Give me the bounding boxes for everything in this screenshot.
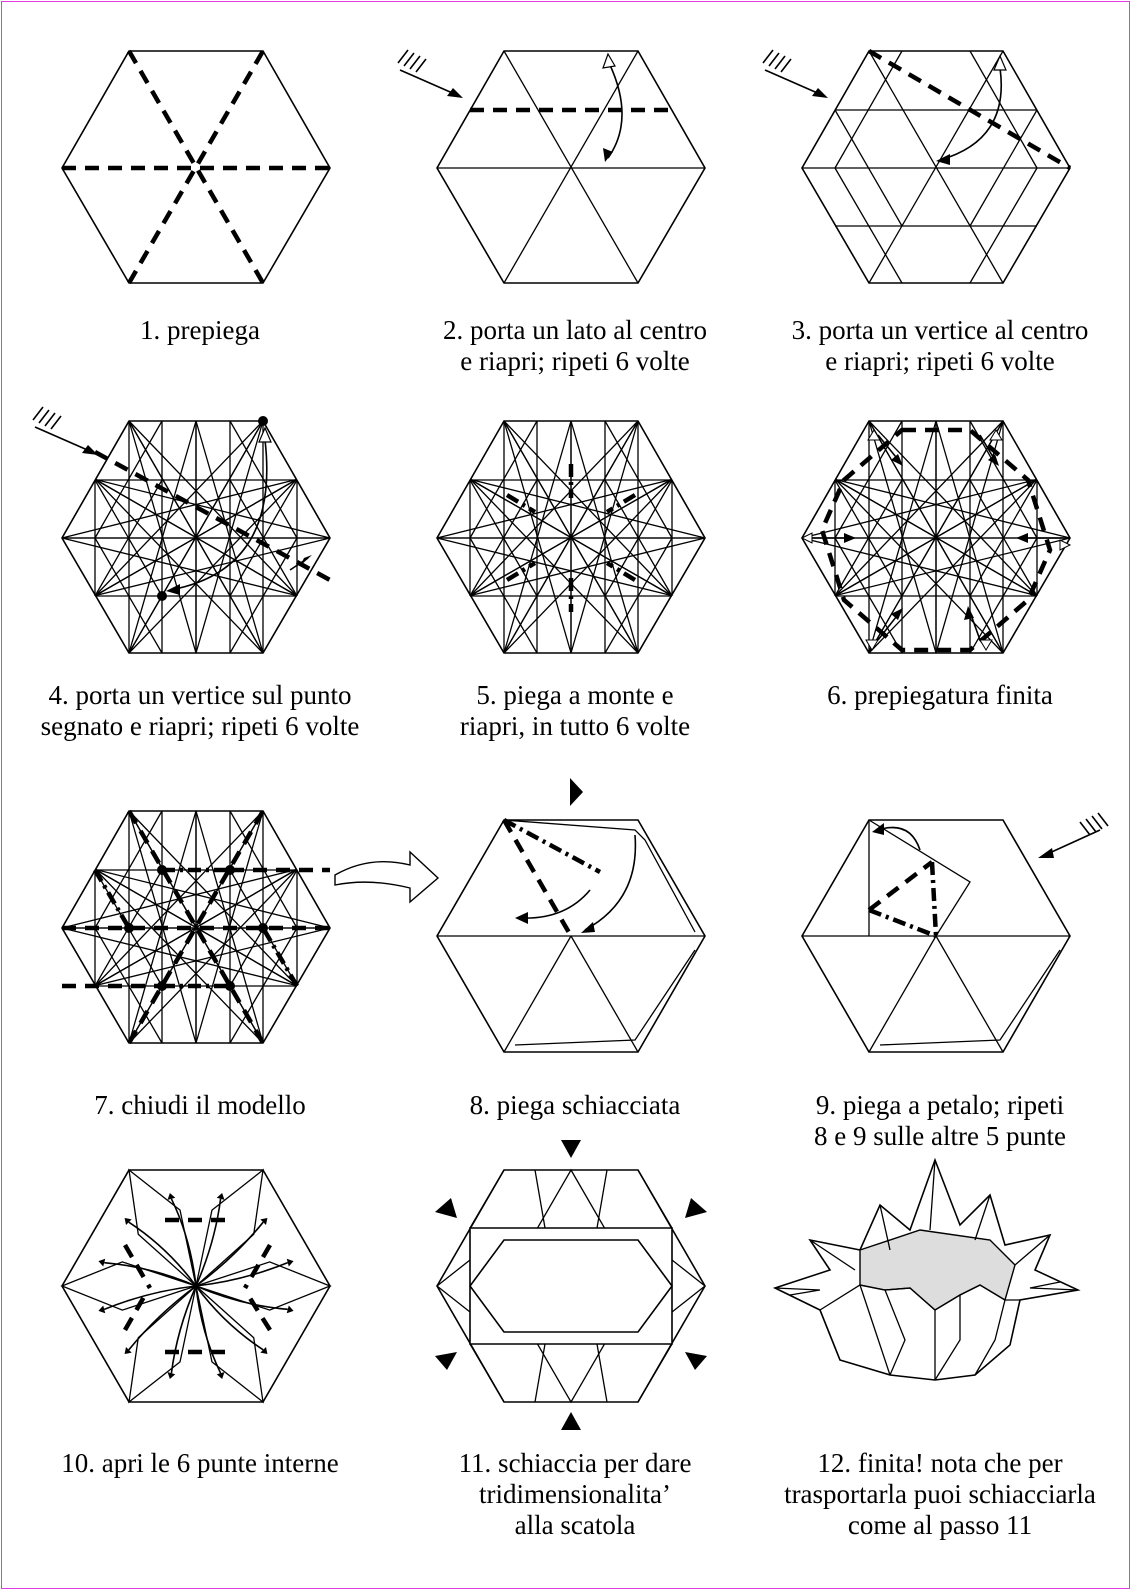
step-9-caption: 9. piega a petalo; ripeti 8 e 9 sulle al… (760, 1090, 1120, 1152)
step-7: 7. chiudi il modello (20, 790, 380, 1130)
step-2-diagram (395, 30, 755, 300)
step-1: 1. prepiega (20, 30, 380, 370)
caption-line: 3. porta un vertice al centro (760, 315, 1120, 346)
step-2: 2. porta un lato al centro e riapri; rip… (395, 30, 755, 370)
caption-line: 5. piega a monte e (395, 680, 755, 711)
step-4-diagram (20, 400, 380, 670)
step-8-diagram (395, 790, 755, 1080)
step-3-diagram (760, 30, 1120, 300)
step-11: 11. schiaccia per dare tridimensionalita… (395, 1170, 755, 1570)
step-11-caption: 11. schiaccia per dare tridimensionalita… (395, 1448, 755, 1541)
step-6: 6. prepiegatura finita (760, 400, 1120, 760)
step-10: 10. apri le 6 punte interne (20, 1170, 380, 1570)
step-11-diagram (395, 1170, 755, 1440)
step-12-caption: 12. finita! nota che per trasportarla pu… (760, 1448, 1120, 1541)
step-10-diagram (20, 1170, 380, 1440)
step-12-diagram (760, 1170, 1120, 1440)
step-9: 9. piega a petalo; ripeti 8 e 9 sulle al… (760, 790, 1120, 1130)
step-1-diagram (20, 30, 380, 300)
push-marker-icon (435, 1352, 457, 1370)
step-10-caption: 10. apri le 6 punte interne (20, 1448, 380, 1479)
push-marker-icon (685, 1352, 707, 1370)
hexagon-outline (437, 421, 705, 653)
caption-line: trasportarla puoi schiacciarla (760, 1479, 1120, 1510)
push-marker-icon (435, 1198, 457, 1218)
hexagon-outline (802, 421, 1070, 653)
push-arrow-icon (398, 50, 463, 98)
caption-line: segnato e riapri; ripeti 6 volte (20, 711, 380, 742)
step-3: 3. porta un vertice al centro e riapri; … (760, 30, 1120, 370)
step-12: 12. finita! nota che per trasportarla pu… (760, 1170, 1120, 1570)
caption-line: e riapri; ripeti 6 volte (760, 346, 1120, 377)
caption-line: e riapri; ripeti 6 volte (395, 346, 755, 377)
hexagon-base (62, 51, 330, 283)
step-7-diagram (20, 790, 380, 1060)
step-8-caption: 8. piega schiacciata (395, 1090, 755, 1121)
push-marker-icon (685, 1198, 707, 1218)
caption-line: 10. apri le 6 punte interne (20, 1448, 380, 1479)
push-marker-icon (561, 1412, 581, 1430)
step-2-caption: 2. porta un lato al centro e riapri; rip… (395, 315, 755, 377)
step-5-diagram (395, 400, 755, 670)
push-arrow-icon (33, 407, 98, 455)
step-9-diagram (760, 790, 1120, 1080)
step-8: 8. piega schiacciata (395, 790, 755, 1130)
caption-line: 9. piega a petalo; ripeti (760, 1090, 1120, 1121)
caption-line: 4. porta un vertice sul punto (20, 680, 380, 711)
caption-line: 7. chiudi il modello (20, 1090, 380, 1121)
push-arrow-icon (763, 50, 828, 98)
step-3-caption: 3. porta un vertice al centro e riapri; … (760, 315, 1120, 377)
caption-line: 1. prepiega (20, 315, 380, 346)
step-5-caption: 5. piega a monte e riapri, in tutto 6 vo… (395, 680, 755, 742)
push-arrow-icon (1038, 813, 1108, 858)
caption-line: 8 e 9 sulle altre 5 punte (760, 1121, 1120, 1152)
caption-line: riapri, in tutto 6 volte (395, 711, 755, 742)
caption-line: tridimensionalita’ (395, 1479, 755, 1510)
caption-line: 11. schiaccia per dare (395, 1448, 755, 1479)
step-5: 5. piega a monte e riapri, in tutto 6 vo… (395, 400, 755, 760)
step-6-diagram (760, 400, 1120, 670)
step-1-caption: 1. prepiega (20, 315, 380, 346)
step-7-caption: 7. chiudi il modello (20, 1090, 380, 1121)
caption-line: alla scatola (395, 1510, 755, 1541)
caption-line: 6. prepiegatura finita (760, 680, 1120, 711)
step-4-caption: 4. porta un vertice sul punto segnato e … (20, 680, 380, 742)
caption-line: 12. finita! nota che per (760, 1448, 1120, 1479)
caption-line: 8. piega schiacciata (395, 1090, 755, 1121)
step-4: 4. porta un vertice sul punto segnato e … (20, 400, 380, 760)
hexagon-outline (62, 811, 330, 1043)
step-6-caption: 6. prepiegatura finita (760, 680, 1120, 711)
caption-line: come al passo 11 (760, 1510, 1120, 1541)
caption-line: 2. porta un lato al centro (395, 315, 755, 346)
